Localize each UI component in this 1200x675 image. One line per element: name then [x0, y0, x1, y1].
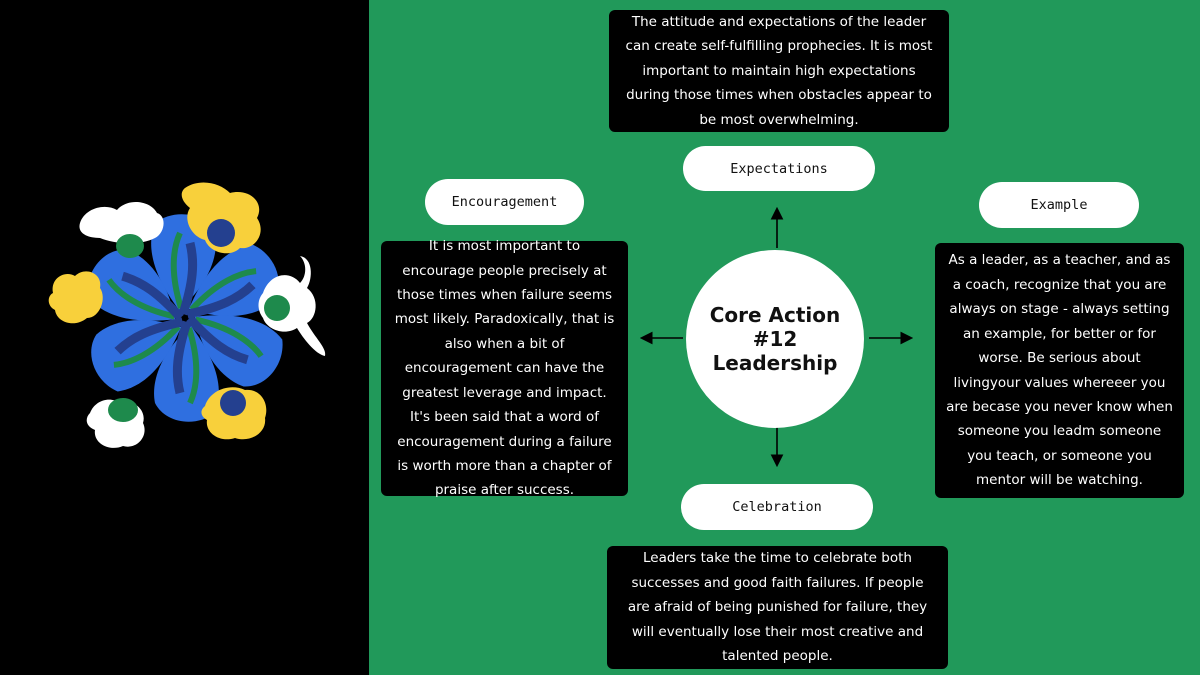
figure-5: [91, 317, 184, 392]
hair-white-right: [258, 256, 326, 356]
figure-4: [154, 320, 219, 422]
expectations-text-box: The attitude and expectations of the lea…: [609, 10, 949, 132]
figure-2: [186, 244, 279, 319]
hair-white-topleft: [79, 202, 164, 258]
hair-yellow-top: [181, 182, 261, 254]
hair-yellow-bottomright: [201, 387, 267, 440]
example-label: Example: [1030, 197, 1088, 213]
left-panel: [0, 0, 369, 675]
encouragement-text: It is most important to encourage people…: [394, 238, 615, 499]
figure-3: [186, 315, 283, 387]
figure-6: [87, 249, 184, 321]
encouragement-label: Encouragement: [451, 194, 558, 210]
celebration-text: Leaders take the time to celebrate both …: [627, 550, 928, 665]
example-text-box: As a leader, as a teacher, and as a coac…: [935, 243, 1184, 498]
example-pill: Example: [979, 182, 1139, 228]
expectations-pill: Expectations: [683, 146, 875, 191]
expectations-label: Expectations: [730, 160, 828, 177]
encouragement-text-box: It is most important to encourage people…: [381, 238, 628, 498]
encouragement-pill: Encouragement: [425, 179, 584, 225]
expectations-text: The attitude and expectations of the lea…: [625, 13, 933, 128]
celebration-pill: Celebration: [681, 484, 873, 530]
hair-yellow-left: [48, 271, 103, 324]
figure-1: [151, 214, 216, 316]
example-text: As a leader, as a teacher, and as a coac…: [946, 252, 1173, 489]
celebration-label: Celebration: [732, 499, 822, 515]
center-circle: Core Action #12 Leadership: [686, 250, 864, 428]
hair-white-bottomleft: [86, 398, 145, 448]
celebration-text-box: Leaders take the time to celebrate both …: [607, 546, 948, 669]
center-title: Core Action #12 Leadership: [709, 303, 841, 375]
team-huddle-illustration: [48, 182, 326, 448]
